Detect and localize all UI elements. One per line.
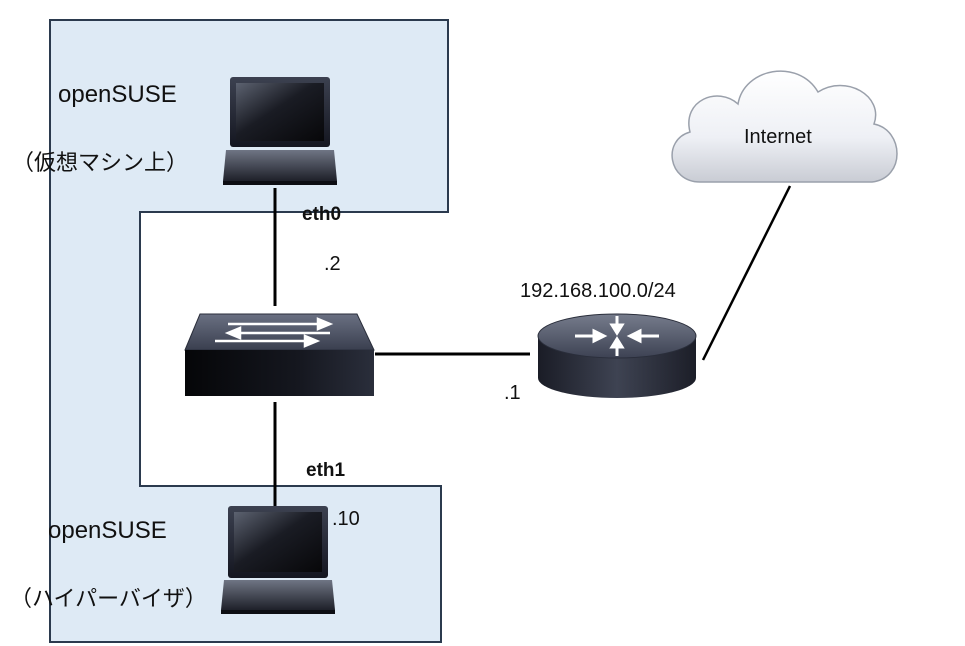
- vm-host-role: （仮想マシン上）: [12, 151, 188, 176]
- switch-icon: [184, 313, 375, 396]
- router-ip-suffix: .1: [504, 382, 521, 404]
- eth0-label: eth0: [302, 204, 341, 225]
- link-router-to-internet: [701, 185, 792, 361]
- subnet-label: 192.168.100.0/24: [520, 280, 676, 302]
- internet-label: Internet: [744, 126, 812, 148]
- eth1-label: eth1: [306, 460, 346, 481]
- router-icon: [537, 313, 697, 398]
- host-boundary-region: [49, 19, 449, 643]
- vm-host-name: openSUSE: [58, 81, 177, 108]
- cloud-icon: [671, 70, 898, 183]
- hypervisor-ip-suffix: .10: [332, 508, 360, 530]
- hypervisor-host-name: openSUSE: [48, 517, 167, 544]
- laptop-icon: [221, 506, 335, 614]
- hypervisor-host-role: （ハイパーバイザ）: [10, 587, 207, 612]
- laptop-icon: [223, 77, 337, 185]
- vm-ip-suffix: .2: [324, 253, 341, 275]
